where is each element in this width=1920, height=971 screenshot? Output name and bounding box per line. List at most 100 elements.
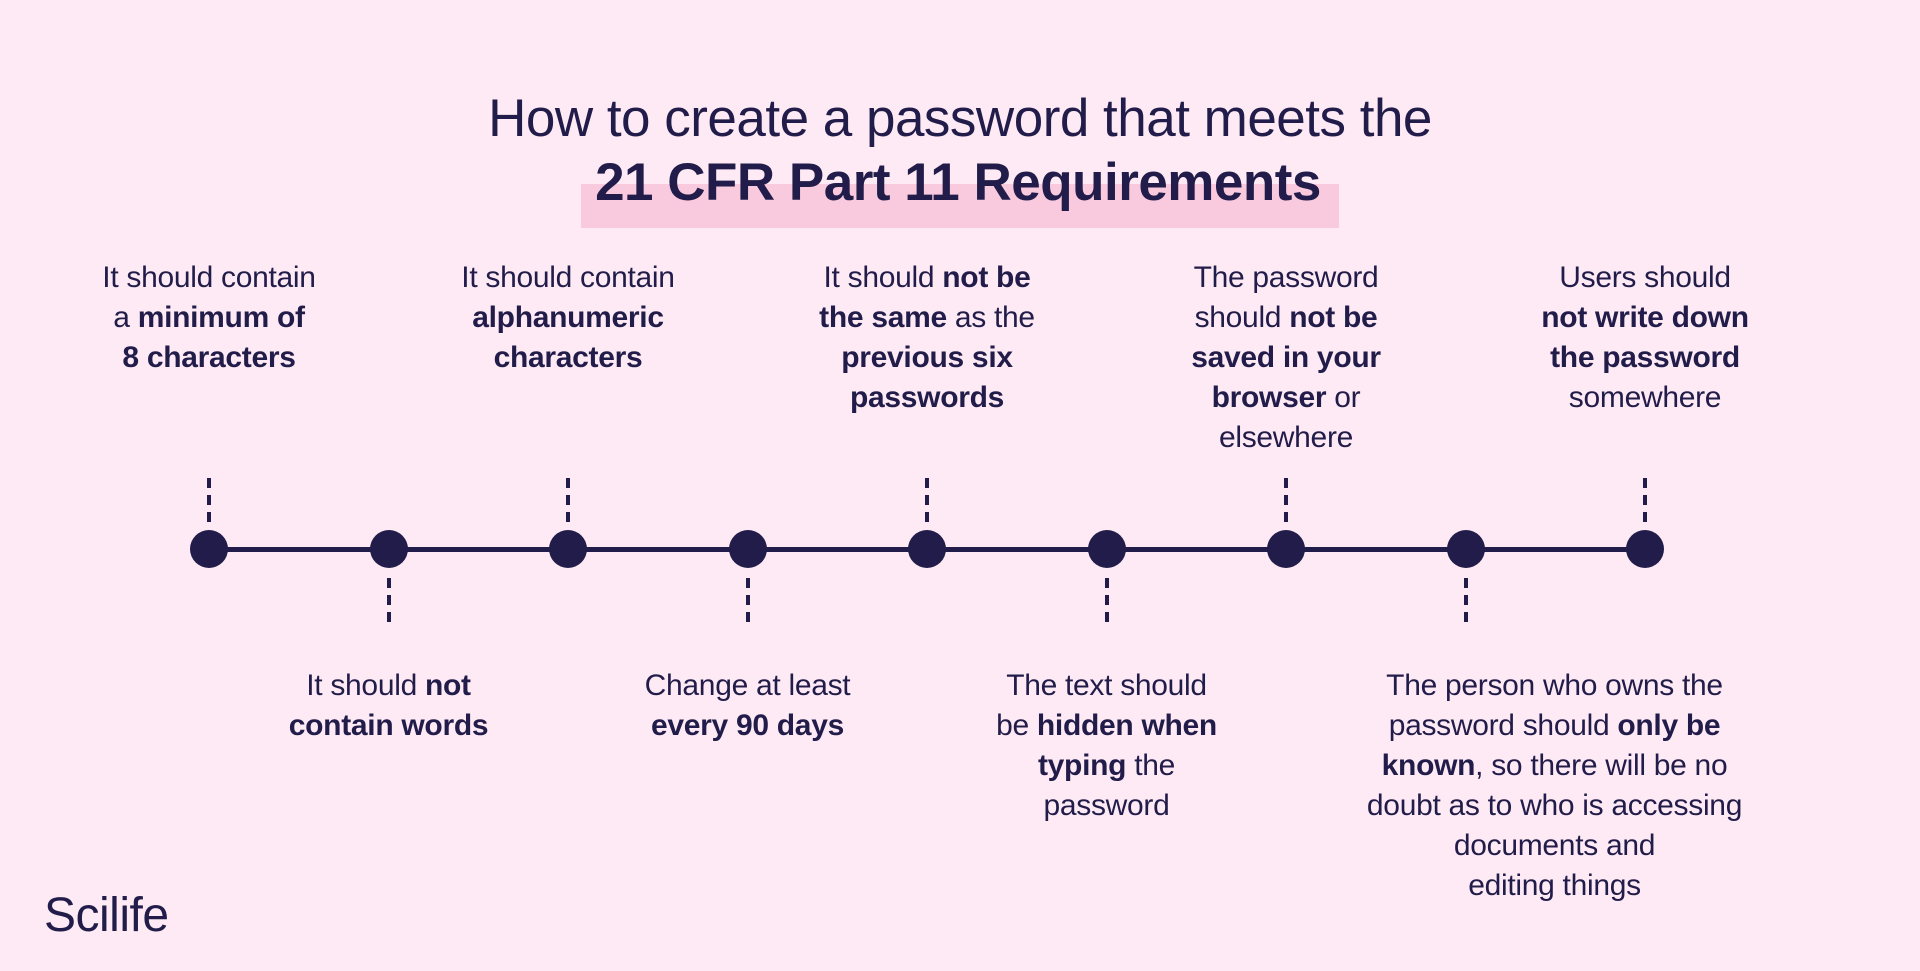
title-line2-highlighted: 21 CFR Part 11 Requirements <box>581 151 1339 228</box>
timeline-label-line: saved in your <box>1191 338 1381 378</box>
timeline-label-segment: the same <box>819 301 947 334</box>
timeline-label-line: characters <box>461 338 674 378</box>
timeline-label-line: documents and <box>1367 826 1742 866</box>
timeline-label-line: known, so there will be no <box>1367 746 1742 786</box>
timeline-label-segment: The person who owns the <box>1386 669 1723 702</box>
dashed-connector <box>1463 578 1468 623</box>
timeline-label-line: browser or <box>1191 378 1381 418</box>
timeline-label-line: It should not be <box>819 258 1035 298</box>
timeline-label-line: contain words <box>288 706 489 746</box>
timeline-label-line: password should only be <box>1367 706 1742 746</box>
timeline-label: Change at least every 90 days <box>645 666 851 746</box>
dashed-connector <box>745 578 750 623</box>
timeline-label-line: not write down <box>1541 298 1749 338</box>
timeline-label-segment: passwords <box>849 381 1005 414</box>
timeline-label-line: The password <box>1191 258 1381 298</box>
timeline-label-segment: The password <box>1193 261 1379 294</box>
timeline-label-line: 8 characters <box>102 338 315 378</box>
timeline-label-segment: typing <box>1037 749 1127 782</box>
timeline-label-segment: characters <box>493 341 643 374</box>
timeline-label-segment: be <box>996 709 1037 742</box>
dashed-connector <box>1643 478 1647 523</box>
timeline-label-line: the same as the <box>819 298 1035 338</box>
timeline-label-line: The text should <box>996 666 1217 706</box>
timeline-label-line: It should contain <box>102 258 316 298</box>
timeline-label-segment: documents and <box>1453 829 1656 862</box>
timeline-dot <box>1446 530 1485 568</box>
timeline-label-line: the password <box>1541 338 1748 378</box>
timeline-label-segment: It should <box>823 261 943 294</box>
dashed-connector <box>925 478 929 523</box>
timeline-label-line: editing things <box>1367 866 1742 906</box>
timeline-label-segment: The text should <box>1006 669 1207 702</box>
timeline-label-line: Users should <box>1541 258 1748 298</box>
timeline-label-line: alphanumeric <box>461 298 674 338</box>
timeline-dot <box>728 530 767 568</box>
timeline-label-segment: Users should <box>1559 261 1731 294</box>
timeline-label-line: It should not <box>289 666 488 706</box>
timeline-label-segment: password should <box>1388 709 1618 742</box>
dashed-connector <box>566 478 570 523</box>
timeline-label-line: somewhere <box>1541 378 1748 418</box>
timeline-label-segment: a <box>113 301 138 334</box>
timeline-label-segment: the password <box>1550 341 1740 374</box>
timeline-label: The person who owns the password should o… <box>1367 666 1742 906</box>
timeline-label-segment: hidden when <box>1036 709 1217 742</box>
timeline-label-segment: , so there will be no <box>1475 749 1728 782</box>
timeline-label-segment: browser <box>1211 381 1327 414</box>
dashed-connector <box>1104 578 1109 623</box>
title-line2-wrap: 21 CFR Part 11 Requirements <box>0 151 1920 228</box>
timeline-label-line: be hidden when <box>996 706 1217 746</box>
timeline-label-segment: previous six <box>841 341 1013 374</box>
timeline-dot <box>549 530 587 568</box>
timeline-label-segment: should <box>1194 301 1290 334</box>
timeline-label-segment: Change at least <box>644 669 851 702</box>
dashed-connector <box>1284 478 1288 523</box>
timeline-label-segment: saved in your <box>1191 341 1381 374</box>
timeline-label-segment: It should <box>306 669 425 702</box>
timeline-label-line: typing the <box>996 746 1217 786</box>
timeline-label-segment: minimum of <box>137 301 305 334</box>
timeline-label-segment: editing things <box>1468 869 1641 902</box>
timeline-label-line: elsewhere <box>1191 418 1381 458</box>
page-title: How to create a password that meets the … <box>0 88 1920 228</box>
timeline-dot <box>1087 530 1126 568</box>
timeline-dot <box>1626 530 1664 568</box>
timeline-label-segment: the <box>1126 749 1176 782</box>
timeline-label-line: should not be <box>1191 298 1381 338</box>
timeline-label-line: every 90 days <box>645 706 851 746</box>
timeline-label-line: previous six <box>819 338 1035 378</box>
timeline-label-line: The person who owns the <box>1367 666 1742 706</box>
title-line1: How to create a password that meets the <box>488 88 1432 148</box>
timeline-label-segment: known <box>1381 749 1476 782</box>
timeline-label-segment: not be <box>1289 301 1378 334</box>
timeline-label-segment: as the <box>946 301 1035 334</box>
timeline-dot <box>908 530 946 568</box>
timeline-label-line: passwords <box>819 378 1035 418</box>
dashed-connector <box>207 478 211 523</box>
timeline-label-segment: not be <box>942 261 1031 294</box>
timeline-label-segment: alphanumeric <box>472 301 664 334</box>
timeline-label-segment: It should contain <box>461 261 675 294</box>
dashed-connector <box>386 578 391 623</box>
timeline-label-line: doubt as to who is accessing <box>1367 786 1742 826</box>
timeline-label-segment: somewhere <box>1568 381 1722 414</box>
timeline-dot <box>190 530 228 568</box>
timeline-label-line: Change at least <box>645 666 851 706</box>
scilife-logo: Scilife <box>44 889 169 942</box>
timeline-label-segment: 8 characters <box>122 341 296 374</box>
timeline-label-segment: It should contain <box>102 261 316 294</box>
timeline-label-segment: or <box>1326 381 1361 414</box>
timeline-label-segment: contain words <box>288 709 489 742</box>
timeline-label-line: password <box>996 786 1217 826</box>
timeline-dot <box>369 530 408 568</box>
timeline-label-segment: doubt as to who is accessing <box>1366 789 1743 822</box>
timeline-dot <box>1267 530 1305 568</box>
timeline-label-line: a minimum of <box>102 298 315 338</box>
